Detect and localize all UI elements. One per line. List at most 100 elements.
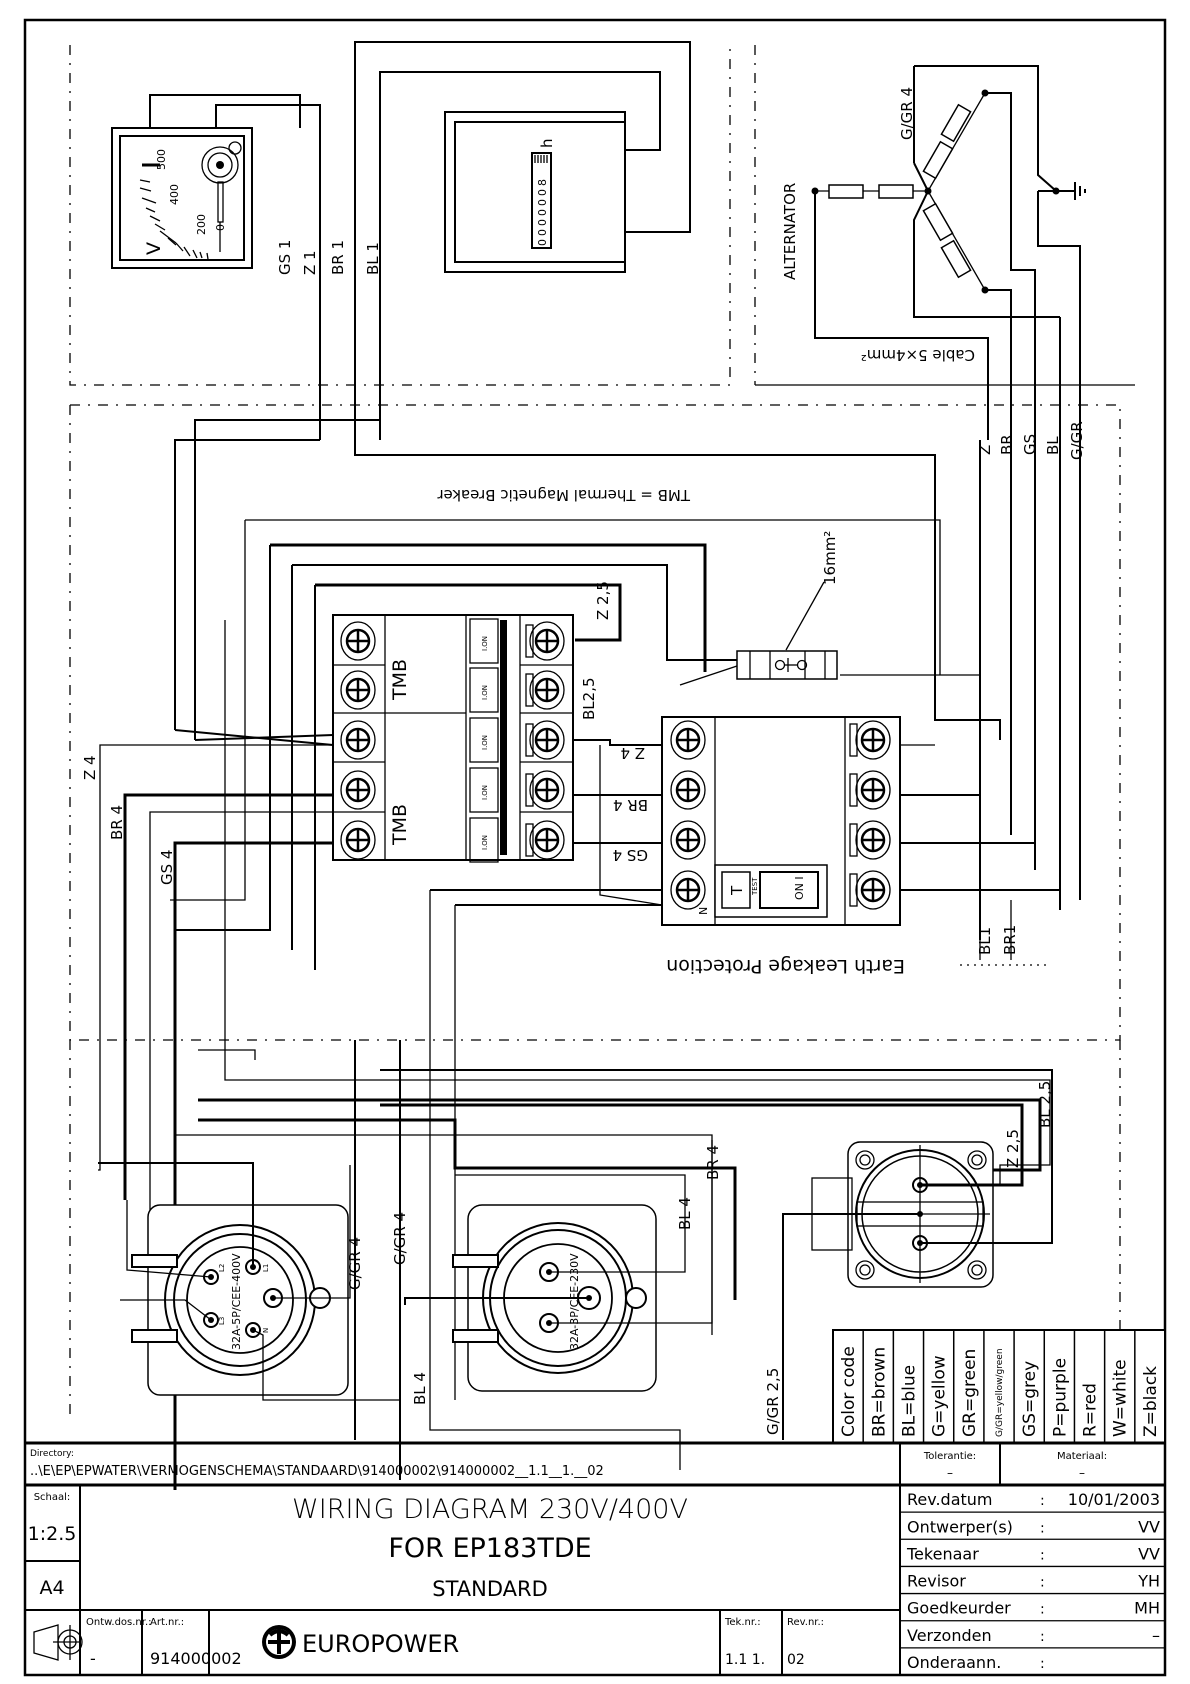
- label-bl25-schuko: BL 2,5: [1036, 1081, 1054, 1128]
- voltmeter-wire-gs1: [215, 104, 321, 440]
- art-label: Art.nr.:: [150, 1617, 184, 1628]
- label-z: Z: [976, 445, 994, 455]
- paper-format: A4: [39, 1577, 64, 1599]
- label-bl1-bottom: BL1: [976, 927, 994, 955]
- terminal-screw-icon: [529, 820, 565, 860]
- svg-text::: :: [1040, 1520, 1045, 1536]
- breaker-switch: I.ON: [469, 767, 534, 813]
- socket-schuko: [380, 1069, 1053, 1440]
- meta-row: Tekenaar:VV: [906, 1544, 1160, 1563]
- svg-text:MH: MH: [1134, 1599, 1160, 1618]
- tmb-label-2: TMB: [389, 804, 411, 846]
- breaker-switch: I.ON: [469, 618, 534, 664]
- socket-400v: 32A-5P/CEE-400V L1 L2 L3 N: [98, 1162, 400, 1401]
- label-bl4-socket2: BL 4: [676, 1197, 694, 1230]
- rcd-on-switch: ON I: [793, 876, 806, 900]
- svg-text:I.ON: I.ON: [481, 735, 489, 750]
- label-ggr4-socket2: G/GR 4: [391, 1212, 409, 1265]
- label-bl4-socket1: BL 4: [411, 1372, 429, 1405]
- svg-text:10/01/2003: 10/01/2003: [1068, 1490, 1160, 1509]
- svg-text:Verzonden: Verzonden: [907, 1626, 992, 1645]
- terminal-screw-icon: [340, 720, 376, 760]
- title-line-3: STANDARD: [432, 1577, 548, 1601]
- socket-230v: 32A-3P/CEE-230V: [404, 1140, 713, 1392]
- meta-row: Goedkeurder:MH: [907, 1599, 1160, 1618]
- color-code-title: Color code: [839, 1346, 859, 1437]
- label-z25-schuko: Z 2,5: [1004, 1129, 1022, 1168]
- label-ggr4-socket1: G/GR 4: [346, 1237, 364, 1290]
- meta-row: Verzonden: –: [907, 1626, 1160, 1645]
- earth-leakage-label: Earth Leakage Protection: [666, 955, 905, 977]
- terminal-screw-icon: [340, 770, 376, 810]
- label-br1-bottom: BR1: [1001, 925, 1019, 955]
- label-z4-left: Z 4: [81, 755, 99, 780]
- voltmeter-scale-500: 500: [155, 149, 168, 170]
- color-code-entry: R=red: [1081, 1383, 1101, 1437]
- breaker-switch: I.ON: [469, 667, 534, 713]
- color-code-entry: GS=grey: [1020, 1361, 1040, 1437]
- color-code-entry: P=purple: [1050, 1358, 1070, 1437]
- label-bl1: BL 1: [364, 242, 382, 275]
- directory-label: Directory:: [30, 1449, 74, 1459]
- art-value: 914000002: [150, 1649, 242, 1668]
- title-line-1: WIRING DIAGRAM 230V/400V: [292, 1494, 688, 1525]
- label-br1: BR 1: [329, 240, 347, 275]
- label-gs4-left: GS 4: [158, 850, 176, 885]
- svg-text::: :: [1040, 1575, 1045, 1591]
- svg-text:VV: VV: [1138, 1517, 1160, 1536]
- rcd-test-label: TEST: [751, 877, 759, 896]
- socket-400v-rating: 32A-5P/CEE-400V: [230, 1253, 243, 1350]
- voltmeter-scale-0: 0: [214, 224, 227, 231]
- materiaal-label: Materiaal:: [1057, 1451, 1107, 1462]
- schaal-label: Schaal:: [34, 1492, 71, 1503]
- tmb-label-1: TMB: [389, 659, 411, 701]
- label-bl25-breaker: BL2,5: [580, 677, 598, 720]
- label-br4-left: BR 4: [108, 805, 126, 840]
- label-br: BR: [998, 434, 1016, 455]
- rcd-n-terminal: N: [697, 907, 710, 915]
- voltmeter-scale-400: 400: [168, 184, 181, 205]
- svg-text:Onderaann.: Onderaann.: [907, 1653, 1001, 1672]
- svg-text::: :: [1040, 1656, 1045, 1672]
- svg-text:I.ON: I.ON: [481, 785, 489, 800]
- terminal-screw-icon: [529, 720, 565, 760]
- terminal-screw-icon: [670, 820, 706, 860]
- meta-row: Ontwerper(s): VV: [907, 1517, 1160, 1536]
- voltmeter: 500 400 200 0 V: [111, 127, 253, 269]
- pin-l2: L2: [218, 1264, 226, 1272]
- label-br4-socket2: BR 4: [704, 1145, 722, 1180]
- meta-row: Revisor: YH: [907, 1572, 1160, 1591]
- svg-text::: :: [1040, 1547, 1045, 1563]
- alternator: ALTERNATOR G/GR 4 Cable 5×4mm²: [781, 65, 1086, 440]
- svg-text:I.ON: I.ON: [481, 835, 489, 850]
- cable-label: Cable 5×4mm²: [861, 346, 975, 364]
- svg-text:YH: YH: [1137, 1572, 1160, 1591]
- label-ggr25-schuko: G/GR 2,5: [764, 1368, 782, 1435]
- svg-text:–: –: [1152, 1626, 1160, 1645]
- svg-text::: :: [1040, 1493, 1045, 1509]
- svg-text:Revisor: Revisor: [907, 1572, 966, 1591]
- alternator-label: ALTERNATOR: [781, 183, 799, 280]
- pin-l3: L3: [218, 1317, 226, 1325]
- brand-name: EUROPOWER: [302, 1630, 459, 1658]
- svg-text:I.ON: I.ON: [481, 685, 489, 700]
- terminal-screw-icon: [855, 820, 891, 860]
- title-block: Rev.datum:10/01/2003Ontwerper(s):VVTeken…: [25, 1441, 1165, 1675]
- ontw-label: Ontw.dos.nr.:: [86, 1617, 152, 1628]
- terminal-screw-icon: [340, 670, 376, 710]
- socket-230v-rating: 32A-3P/CEE-230V: [568, 1253, 581, 1350]
- panel-wiring: [170, 419, 1081, 940]
- label-z1: Z 1: [301, 250, 319, 275]
- rev-label: Rev.nr.:: [787, 1617, 824, 1628]
- tmb-legend: TMB = Thermal Magnetic Breaker: [437, 486, 691, 504]
- svg-text:VV: VV: [1138, 1544, 1160, 1563]
- earth-bar-label: 16mm²: [821, 531, 839, 585]
- terminal-screws: I.ON I.ON I.ON I.ON I.ON: [340, 618, 891, 910]
- terminal-screw-icon: [670, 870, 706, 910]
- rcd-test-button: T: [728, 885, 746, 896]
- terminal-screw-icon: [529, 621, 565, 661]
- svg-text::: :: [1040, 1629, 1045, 1645]
- svg-text:Ontwerper(s): Ontwerper(s): [907, 1517, 1013, 1536]
